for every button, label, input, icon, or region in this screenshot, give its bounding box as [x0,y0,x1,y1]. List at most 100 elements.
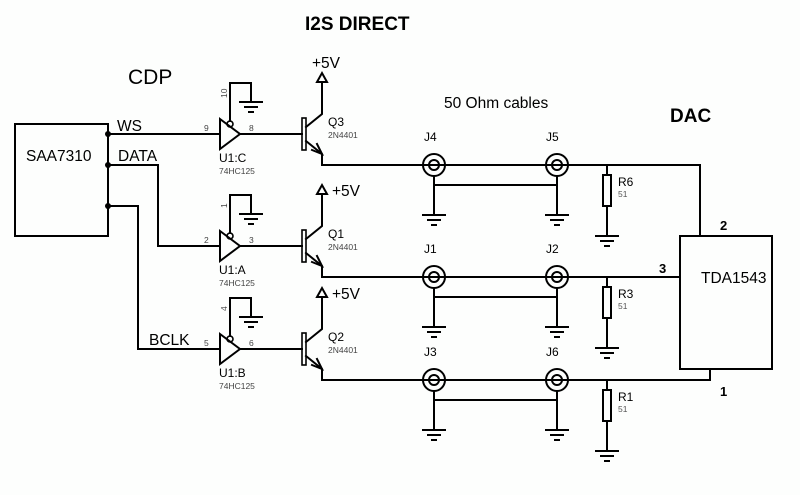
signal-label-data: DATA [118,148,158,165]
ground-icon [545,326,569,338]
collector-wire [304,296,323,344]
transistor-q1: Q1 2N4401 [301,182,358,278]
oe-pin-number: 1 [219,203,229,208]
cable-note: 50 Ohm cables [444,95,548,112]
junction-dot [105,131,111,137]
saa7310-chip: SAA7310 [14,123,109,237]
ground-icon [422,214,446,226]
junction-dot [105,203,111,209]
out-pin-number: 8 [249,123,254,133]
saa7310-body [14,123,109,237]
in-pin-number: 9 [204,123,209,133]
buffer-triangle-icon [219,332,242,366]
ground-icon [422,326,446,338]
emitter-arrow-icon [310,142,325,156]
transistor-ref: Q2 [328,330,344,344]
cable-run-data: J1 J2 R3 51 [321,242,634,359]
ground-icon [595,450,619,462]
signal-label-bclk: BCLK [149,332,190,349]
pin-label: 3 [659,261,666,276]
resistor-body-icon [602,389,612,422]
shield-wire [433,287,558,328]
supply-label: +5V [332,183,361,200]
transistor-q3: Q3 2N4401 [301,70,358,166]
transistor-q2: Q2 2N4401 [301,285,358,381]
resistor-ref: R1 [618,390,634,404]
wire-to-pin-1 [606,368,711,381]
junction-dot [105,162,111,168]
ground-icon [545,429,569,441]
resistor-ref: R6 [618,175,634,189]
channel-ws: 10 9 8 U1:C 74HC125 Q3 2N4401 +5V [204,55,358,176]
resistor-body-icon [602,286,612,319]
ground-icon [239,213,263,225]
tda1543-name: TDA1543 [701,270,766,287]
connector-ref: J5 [546,130,559,144]
transistor-part: 2N4401 [328,345,358,355]
dac-label: DAC [670,106,711,127]
buffer-triangle-icon [219,117,242,151]
buffer-ref: U1:C [219,151,247,165]
collector-wire [304,81,323,129]
buffer-part: 74HC125 [219,278,255,288]
connector-ref: J2 [546,242,559,256]
transistor-ref: Q3 [328,115,344,129]
resistor-ref: R3 [618,287,634,301]
buffer-part: 74HC125 [219,381,255,391]
saa7310-name: SAA7310 [26,148,92,165]
supply-arrow-icon [315,285,329,298]
diagram-title: I2S DIRECT [305,14,410,35]
pin-label: 1 [720,384,727,399]
resistor-body-icon [602,174,612,207]
shield-wire [433,175,558,216]
tda1543-chip: TDA1543 2 3 1 [659,218,773,399]
out-pin-number: 6 [249,338,254,348]
cable-run-bclk: J3 J6 R1 51 [321,345,634,462]
channel-data: 1 2 3 U1:A 74HC125 Q1 2N4401 +5V [204,182,361,288]
base-bar [301,229,307,263]
enable-wire [229,297,252,337]
connector-ref: J6 [546,345,559,359]
ground-icon [595,347,619,359]
buffer-u1c: 10 9 8 U1:C 74HC125 [204,82,263,176]
buffer-u1b: 4 5 6 U1:B 74HC125 [204,297,263,391]
resistor-r3: R3 51 [595,276,634,359]
source-wiring [105,131,221,350]
emitter-arrow-icon [310,357,325,371]
oe-pin-number: 10 [219,88,229,98]
resistor-value: 51 [618,404,628,414]
resistor-value: 51 [618,189,628,199]
in-pin-number: 5 [204,338,209,348]
transistor-ref: Q1 [328,227,344,241]
resistor-r6: R6 51 [595,164,634,247]
supply-arrow-icon [315,182,329,195]
out-pin-number: 3 [249,235,254,245]
ground-icon [595,235,619,247]
wire-to-pin-2 [606,164,701,237]
base-bar [301,117,307,151]
ground-icon [545,214,569,226]
base-bar [301,332,307,366]
emitter-arrow-icon [310,254,325,268]
ground-icon [239,316,263,328]
wire-data [107,164,221,247]
ground-icon [239,101,263,113]
buffer-ref: U1:A [219,263,246,277]
enable-wire [229,194,252,234]
shield-wire [433,390,558,431]
buffer-u1a: 1 2 3 U1:A 74HC125 [204,194,263,288]
buffer-triangle-icon [219,229,242,263]
connector-ref: J3 [424,345,437,359]
oe-pin-number: 4 [219,306,229,311]
channel-bclk: 4 5 6 U1:B 74HC125 Q2 2N4401 +5V [204,285,361,391]
enable-wire [229,82,252,122]
buffer-ref: U1:B [219,366,246,380]
connector-ref: J4 [424,130,437,144]
buffer-part: 74HC125 [219,166,255,176]
tda1543-body [679,235,773,370]
pin-label: 2 [720,218,727,233]
ground-icon [422,429,446,441]
signal-label-ws: WS [117,118,142,135]
supply-arrow-icon [315,70,329,83]
